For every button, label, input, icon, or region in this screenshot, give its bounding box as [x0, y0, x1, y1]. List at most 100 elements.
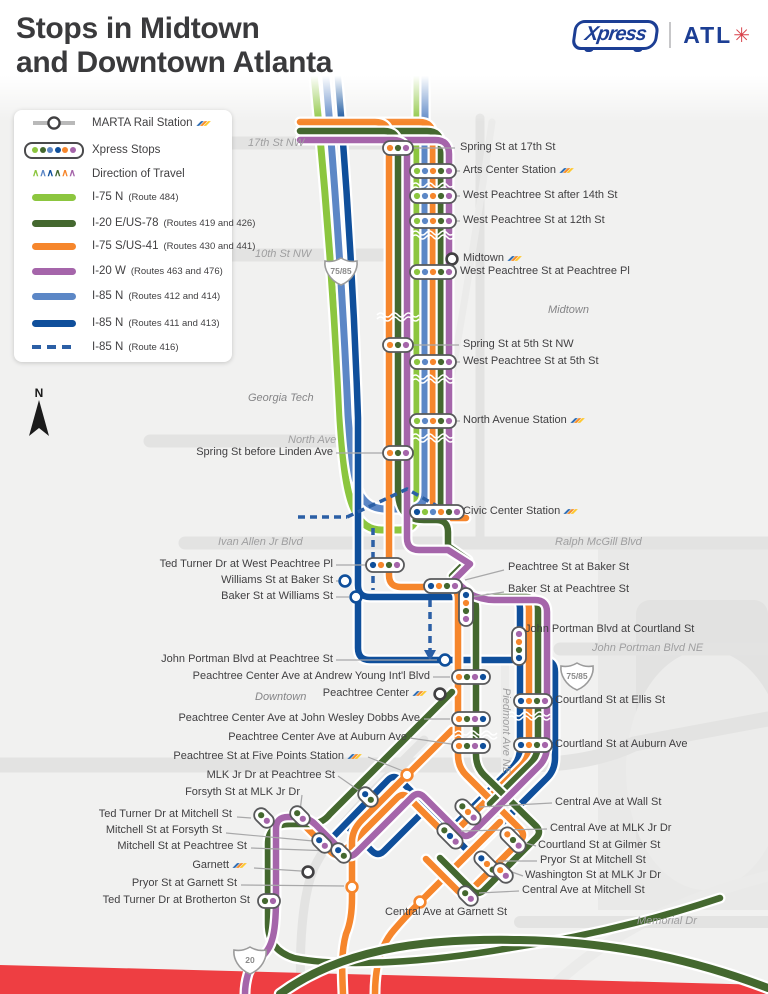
compass-north: N: [28, 386, 50, 443]
stop-marker: [413, 895, 427, 909]
stop-marker: [511, 626, 527, 666]
stop-label: Mitchell St at Forsyth St: [105, 824, 222, 836]
stop-label: Central Ave at Wall St: [555, 796, 662, 808]
header-logos: Xpress ATL✳: [570, 20, 750, 52]
stop-marker: [492, 862, 514, 884]
stop-marker: [349, 590, 363, 604]
stop-label: Garnett: [192, 859, 250, 872]
stop-marker: [357, 786, 379, 808]
stop-label: Peachtree St at Baker St: [508, 561, 630, 573]
stop-marker: [451, 711, 491, 727]
marta-logo-icon: [412, 691, 427, 696]
stop-label: Forsyth St at MLK Jr Dr: [185, 786, 300, 798]
stop-label: John Portman Blvd at Peachtree St: [161, 653, 333, 665]
stop-marker: [382, 445, 414, 461]
stop-marker-layer: [253, 140, 553, 909]
svg-text:20: 20: [245, 955, 255, 965]
stop-label: Peachtree St at Five Points Station: [173, 750, 365, 763]
legend-direction-row: ∧∧∧∧∧∧ Direction of Travel: [22, 165, 228, 183]
stop-label: MLK Jr Dr at Peachtree St: [206, 769, 335, 781]
stop-label: Central Ave at MLK Jr Dr: [550, 822, 672, 834]
route-swatch-i75s: [32, 242, 76, 250]
atl-logo: ATL✳: [683, 21, 750, 48]
stop-label: Mitchell St at Peachtree St: [117, 840, 247, 852]
stop-marker: [445, 252, 459, 266]
stop-label: Arts Center Station: [463, 164, 577, 177]
stop-marker: [311, 832, 333, 854]
stop-label: West Peachtree St at Peachtree Pl: [460, 265, 630, 277]
legend-xpress-stops-row: Xpress Stops: [22, 141, 228, 159]
stop-marker: [365, 557, 405, 573]
stop-marker: [436, 822, 464, 850]
stop-label: West Peachtree St at 12th St: [463, 214, 605, 226]
stop-label: West Peachtree St after 14th St: [463, 189, 618, 201]
route-swatch-i20e: [32, 219, 76, 227]
stop-label: Peachtree Center: [323, 687, 430, 700]
atl-star-icon: ✳: [733, 24, 750, 47]
stop-marker: [454, 798, 482, 826]
stop-label: Midtown: [463, 252, 525, 265]
stop-marker: [409, 504, 465, 520]
road-label: Memorial Dr: [637, 915, 697, 927]
stop-label: Ted Turner Dr at West Peachtree Pl: [159, 558, 333, 570]
stop-marker: [382, 337, 414, 353]
stop-marker: [513, 737, 553, 753]
marta-logo-icon: [570, 418, 585, 423]
highway-shield-layer: 75/85 75/85 20: [233, 257, 594, 975]
legend-marta-row: MARTA Rail Station: [22, 114, 228, 132]
stop-marker: [451, 738, 491, 754]
marta-logo-icon: [507, 256, 522, 261]
stop-label: Ted Turner Dr at Brotherton St: [102, 894, 250, 906]
stop-marker: [382, 140, 414, 156]
stop-label: Courtland St at Ellis St: [555, 694, 666, 706]
route-swatch-i75n: [32, 193, 76, 201]
stop-label: Ted Turner Dr at Mitchell St: [98, 808, 232, 820]
stop-marker: [433, 687, 447, 701]
red-stripe: [0, 965, 768, 994]
xpress-stops-icon: [22, 141, 86, 159]
stop-label: Spring St at 17th St: [460, 141, 556, 153]
legend-route-item: I-85 N(Routes 412 and 414): [22, 287, 228, 305]
road-label: Ralph McGill Blvd: [555, 536, 642, 548]
route-swatch-i85n-412: [32, 292, 76, 300]
svg-text:75/85: 75/85: [330, 266, 352, 276]
legend-route-item: I-20 E/US-78(Routes 419 and 426): [22, 214, 255, 232]
marta-station-icon: [22, 115, 86, 131]
stop-label: Pryor St at Mitchell St: [540, 854, 646, 866]
stop-label: Peachtree Center Ave at Andrew Young Int…: [192, 670, 430, 682]
road-label: 17th St NW: [248, 137, 305, 149]
stop-label: Central Ave at Garnett St: [385, 906, 508, 918]
stop-label: Spring St at 5th St NW: [463, 338, 574, 350]
stop-label: West Peachtree St at 5th St: [463, 355, 599, 367]
interstate-shield: 75/85: [324, 257, 358, 286]
stop-marker: [409, 264, 457, 280]
logo-divider: [669, 22, 672, 48]
stop-marker: [409, 188, 457, 204]
stop-marker: [330, 842, 352, 864]
stop-marker: [409, 413, 457, 429]
marta-logo-icon: [563, 509, 579, 514]
stop-marker: [400, 768, 414, 782]
marta-logo-icon: [347, 754, 362, 759]
legend-route-item: I-20 W(Routes 463 and 476): [22, 262, 228, 280]
stop-label: John Portman Blvd at Courtland St: [525, 623, 695, 635]
svg-text:75/85: 75/85: [566, 671, 588, 681]
legend-route-item: I-75 N(Route 484): [22, 188, 228, 206]
stop-marker: [301, 865, 315, 879]
road-label: 10th St NW: [255, 248, 312, 260]
stop-marker: [409, 354, 457, 370]
legend-route-item: I-85 N(Routes 411 and 413): [22, 314, 228, 332]
route-swatch-i85n-416-dashed: [32, 345, 76, 349]
area-label: Midtown: [548, 304, 589, 316]
road-label: John Portman Blvd NE: [592, 642, 704, 654]
stop-label: Williams St at Baker St: [221, 574, 333, 586]
stop-marker: [458, 587, 474, 627]
stop-marker: [253, 807, 275, 829]
stop-label: Peachtree Center Ave at Auburn Ave: [228, 731, 407, 743]
stop-label: Baker St at Williams St: [221, 590, 333, 602]
stop-marker: [257, 893, 281, 909]
stop-label: Spring St before Linden Ave: [196, 446, 333, 458]
stop-label: North Avenue Station: [463, 414, 588, 427]
stop-marker: [438, 653, 452, 667]
stop-label: Baker St at Peachtree St: [508, 583, 630, 595]
